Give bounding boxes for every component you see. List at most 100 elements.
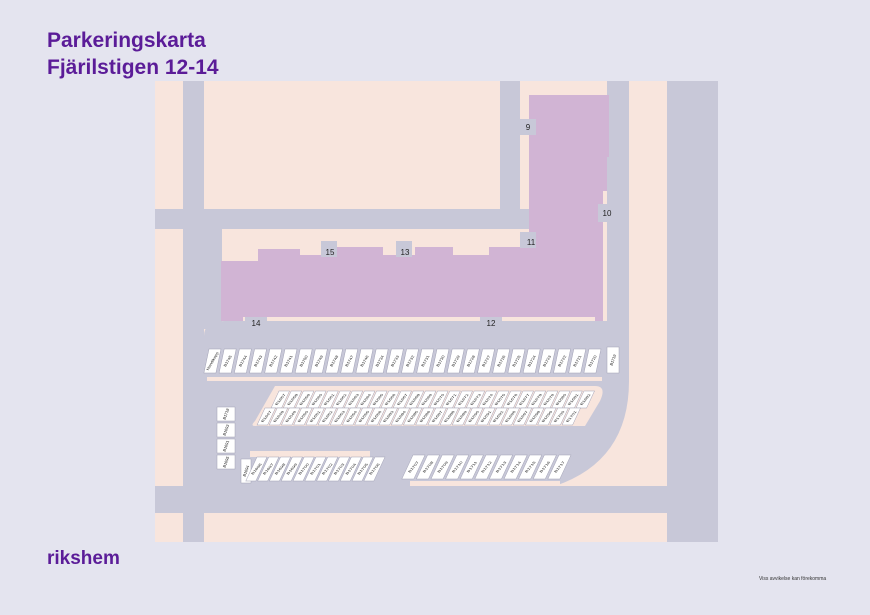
parking-spot-top-10-label: B1746	[359, 354, 370, 367]
parking-spot-bottom-left-6-box	[316, 456, 339, 482]
parking-spot-bottom-right-8-box	[518, 454, 543, 480]
parking-spot-top-25-box	[583, 348, 602, 374]
parking-spot-bottom-left-4: B1700	[292, 456, 315, 482]
parking-spot-mid-upper-19: B1676	[502, 390, 522, 409]
parking-spot-bottom-right-9-box	[532, 454, 557, 480]
parking-spot-mid-upper-14-box	[441, 390, 461, 409]
parking-spot-top-7-label: B1749	[314, 354, 325, 367]
parking-spot-top-21-label: B1724	[526, 354, 537, 367]
parking-spot-mid-lower-14-box	[427, 407, 447, 426]
parking-spot-left-2-box	[216, 438, 236, 454]
parking-spot-top-18-label: B1727	[481, 354, 492, 367]
parking-spot-mid-upper-11: B1668	[404, 390, 425, 409]
parking-spot-top-24: B1721	[568, 348, 587, 374]
parking-spot-top-14-box	[416, 348, 435, 374]
parking-spot-mid-lower-24: B1700	[549, 407, 569, 426]
parking-spot-bottom-left-7-box	[328, 456, 350, 482]
parking-spot-top-7-box	[309, 348, 328, 374]
parking-spot-top-20-box	[507, 348, 526, 374]
parking-spot-mid-upper-25: B1682	[575, 390, 595, 409]
parking-spot-left-3-label: B1695	[222, 455, 231, 468]
parking-spot-mid-lower-9: B1656	[366, 407, 386, 426]
parking-spot-top-2-label: B1744	[238, 354, 249, 367]
parking-spot-top-4: B1742	[264, 348, 283, 374]
parking-spot-top-22: B1723	[537, 348, 556, 374]
parking-spot-mid-lower-7-box	[342, 407, 362, 426]
parking-spot-mid-upper-4: B1661	[319, 390, 339, 409]
parking-spot-top-3-box	[249, 348, 267, 374]
parking-spot-bottom-right-4-box	[459, 454, 484, 480]
parking-spot-mid-lower-16: B1689	[451, 407, 472, 426]
parking-spot-bottom-right-6: B1713	[489, 454, 513, 480]
parking-spot-top-10: B1746	[355, 348, 374, 374]
entrance-box-11	[520, 232, 536, 248]
parking-spot-top-17-label: B1728	[466, 354, 477, 367]
parking-spot-top-13: B1732	[401, 348, 419, 374]
parking-spot-top-end-label: B1719	[609, 353, 618, 366]
parking-spot-bottom-right-1: B1708	[416, 454, 440, 480]
parking-spot-left-3: B1695	[216, 454, 236, 470]
parking-spot-mid-upper-20: B1677	[514, 390, 534, 409]
parking-spot-mid-lower-21: B1697	[512, 407, 533, 426]
parking-spot-mid-lower-25-box	[561, 407, 581, 426]
parking-spot-bottom-right-4: B1711	[459, 454, 484, 480]
parking-spot-top-5-label: B1741	[283, 354, 294, 367]
parking-spot-top-12-box	[385, 348, 404, 374]
parking-spot-mid-lower-16-box	[451, 407, 472, 426]
parking-spot-mid-upper-14: B1671	[441, 390, 461, 409]
parking-spot-mid-upper-15-box	[453, 390, 473, 409]
parking-spot-mid-lower-21-box	[512, 407, 533, 426]
road-top-horizontal	[155, 209, 535, 229]
parking-spot-mid-lower-11-box	[390, 407, 411, 426]
parking-spot-mid-lower-0: B1647	[256, 407, 276, 426]
parking-spot-mid-lower-3: B1650	[293, 407, 313, 426]
parking-spot-top-4-box	[264, 348, 283, 374]
parking-spot-mid-upper-13: B1670	[429, 390, 449, 409]
entrance-label-15: 15	[326, 248, 335, 257]
parking-spot-mid-lower-22-box	[525, 407, 545, 426]
parking-spot-mid-lower-9-box	[366, 407, 386, 426]
parking-spot-mid-upper-24: B1681	[563, 390, 583, 409]
parking-spot-mid-lower-10: B1683	[378, 407, 398, 426]
parking-spot-bottom-left-2-box	[269, 456, 291, 482]
parking-spot-mid-upper-18: B1675	[490, 390, 510, 409]
parking-spot-top-8: B1748	[325, 348, 343, 374]
parking-spot-bottom-left-5: B1701	[304, 456, 327, 482]
parking-spot-top-13-label: B1732	[405, 354, 416, 367]
parking-spot-mid-lower-20: B1696	[500, 407, 520, 426]
parking-spot-bottom-left-10: B1706	[363, 456, 386, 482]
parking-spot-top-end: B1719	[606, 346, 620, 374]
parking-spot-top-20: B1725	[507, 348, 526, 374]
parking-spot-top-16-label: B1729	[450, 354, 461, 367]
parking-spot-bottom-left-6: B1702	[316, 456, 339, 482]
parking-spot-mid-lower-7: B1654	[342, 407, 362, 426]
parking-spot-left-3-box	[216, 454, 236, 470]
parking-spot-mid-upper-18-box	[490, 390, 510, 409]
parking-spot-mid-lower-17-box	[464, 407, 484, 426]
parking-spot-top-17: B1728	[461, 348, 480, 374]
parking-spot-mid-lower-15: B1688	[439, 407, 459, 426]
parking-spot-mid-upper-7: B1664	[356, 390, 376, 409]
road-left-vertical	[183, 81, 204, 542]
parking-spot-bottom-left-start-label: B1694	[242, 464, 251, 477]
parking-spot-left-0: B1718	[216, 406, 236, 422]
parking-spot-mid-upper-5-box	[331, 390, 351, 409]
entrance-box-14	[245, 317, 267, 329]
parking-spot-top-15-box	[431, 348, 450, 374]
parking-spot-mid-lower-3-box	[293, 407, 313, 426]
parking-spot-mid-upper-21-box	[526, 390, 547, 409]
parking-spot-top-8-box	[325, 348, 343, 374]
parking-spot-bottom-right-3-box	[445, 454, 470, 480]
parking-spot-top-16-box	[446, 348, 465, 374]
island-bottom-left	[250, 451, 370, 457]
parking-spot-mid-upper-19-box	[502, 390, 522, 409]
parking-spot-mid-lower-13-box	[415, 407, 435, 426]
parking-spot-mid-lower-18: B1691	[476, 407, 496, 426]
parking-spot-mid-upper-5: B1662	[331, 390, 351, 409]
parking-spot-mid-lower-5-box	[317, 407, 337, 426]
parking-spot-mid-upper-0-box	[270, 390, 290, 409]
parking-spot-top-23: B1722	[553, 348, 571, 374]
parking-spot-mid-upper-7-box	[356, 390, 376, 409]
parking-spot-mid-lower-18-box	[476, 407, 496, 426]
